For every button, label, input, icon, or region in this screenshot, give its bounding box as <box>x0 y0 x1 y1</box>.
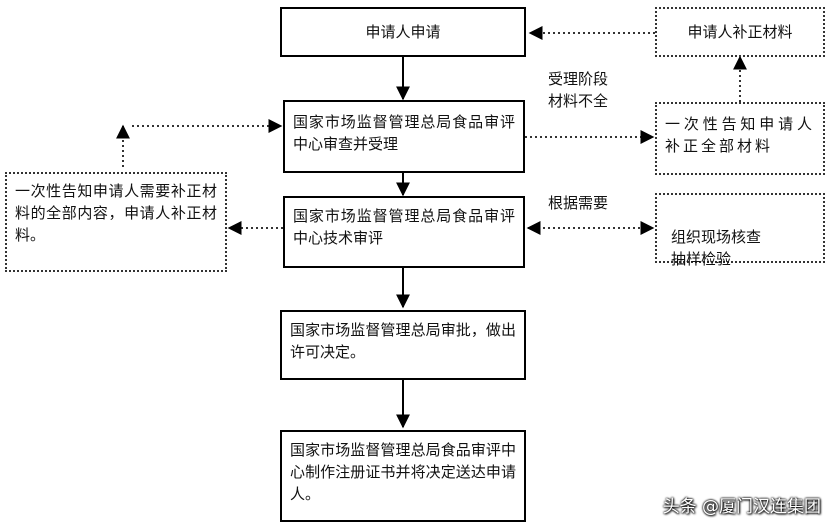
watermark: 头条 @厦门汉连集团 <box>662 497 821 517</box>
node-certificate-text: 国家市场监督管理总局食品审评中心制作注册证书并将决定送达申请人。 <box>290 441 516 503</box>
node-apply-text: 申请人申请 <box>365 23 441 41</box>
node-onsite: 组织现场核查 抽样检验 <box>655 193 825 268</box>
label-incomplete: 受理阶段 材料不全 <box>548 70 609 110</box>
node-notify-left-text: 一次性告知申请人需要补正材料的全部内容，申请人补正材料。 <box>15 182 217 244</box>
node-notify-left: 一次性告知申请人需要补正材料的全部内容，申请人补正材料。 <box>5 172 227 272</box>
node-notify-full-text: 一次性告知申请人补正全部材料 <box>665 115 815 155</box>
node-supplement-material: 申请人补正材料 <box>655 7 825 57</box>
node-notify-full: 一次性告知申请人补正全部材料 <box>655 102 825 175</box>
node-tech-review-text: 国家市场监督管理总局食品审评中心技术审评 <box>293 207 515 247</box>
node-supplement-material-text: 申请人补正材料 <box>687 23 793 41</box>
node-tech-review: 国家市场监督管理总局食品审评中心技术审评 <box>283 196 525 268</box>
node-approve-text: 国家市场监督管理总局审批，做出许可决定。 <box>290 321 516 361</box>
node-onsite-text: 组织现场核查 抽样检验 <box>671 228 762 268</box>
node-accept-text: 国家市场监督管理总局食品审评中心审查并受理 <box>293 113 515 153</box>
node-approve: 国家市场监督管理总局审批，做出许可决定。 <box>280 310 526 380</box>
node-certificate: 国家市场监督管理总局食品审评中心制作注册证书并将决定送达申请人。 <box>280 430 526 522</box>
node-apply: 申请人申请 <box>280 7 526 57</box>
node-accept: 国家市场监督管理总局食品审评中心审查并受理 <box>283 100 525 173</box>
label-as-needed: 根据需要 <box>548 194 609 212</box>
